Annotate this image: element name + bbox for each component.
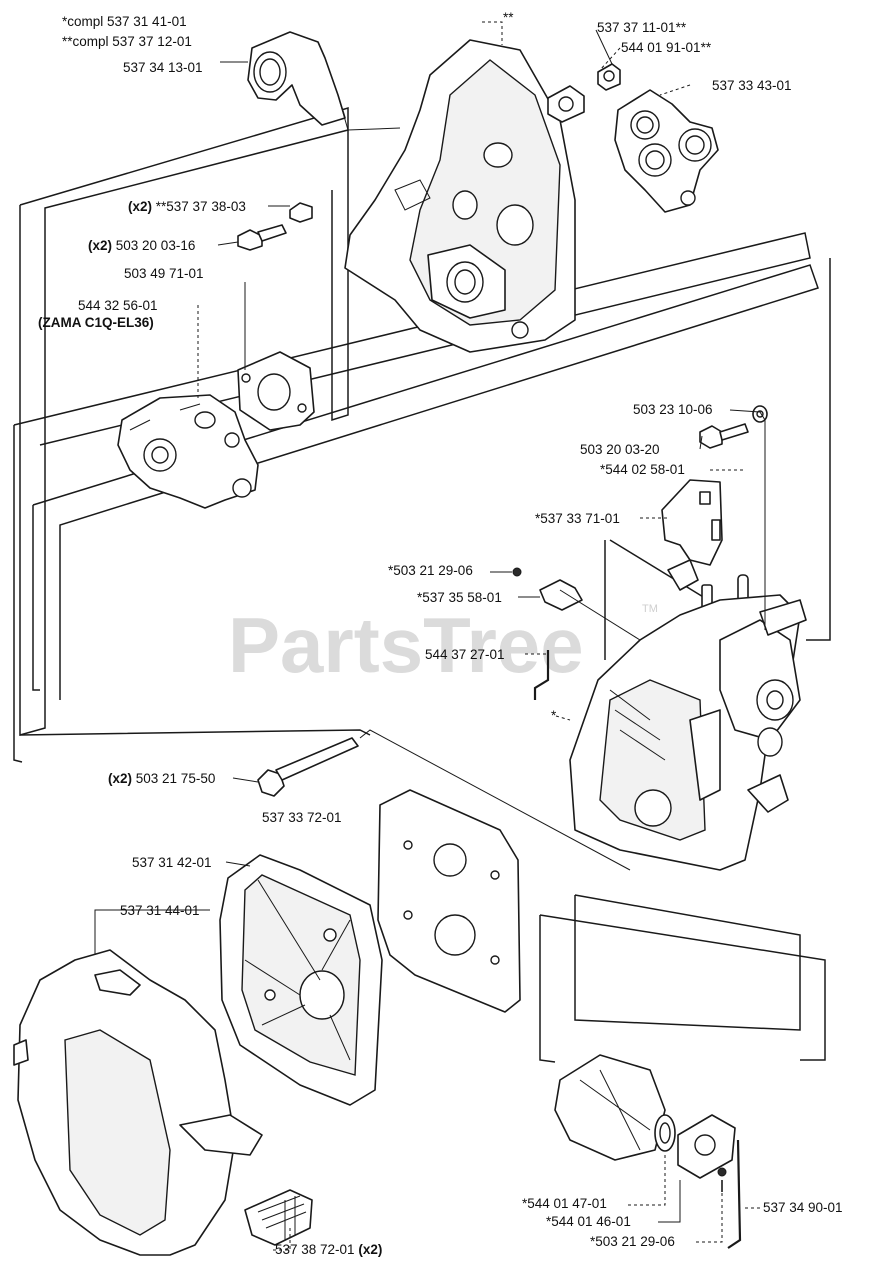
label-gasket: 503 49 71-01 xyxy=(124,266,204,281)
label-carburetor-model: (ZAMA C1Q-EL36) xyxy=(38,315,154,330)
label-intake-compl-a: *compl 537 31 41-01 xyxy=(62,14,187,29)
label-flange: 537 33 43-01 xyxy=(712,78,792,93)
label-filter-element: 537 33 72-01 xyxy=(262,810,342,825)
label-seal-a: *544 01 47-01 xyxy=(522,1196,607,1211)
filter-housing xyxy=(569,594,807,871)
carb-gasket xyxy=(237,351,315,431)
label-seal-b: *544 01 46-01 xyxy=(546,1214,631,1229)
label-screw-d: *503 21 29-06 xyxy=(388,563,473,578)
intake-screws xyxy=(237,202,313,251)
label-screw-c: 503 20 03-20 xyxy=(580,442,660,457)
label-washer: 503 23 10-06 xyxy=(633,402,713,417)
label-sleeve-b: 544 01 91-01** xyxy=(621,40,712,55)
label-long-bolt: (x2) 503 21 75-50 xyxy=(108,771,215,786)
label-bracket: *544 02 58-01 xyxy=(600,462,685,477)
filter-cover xyxy=(13,949,263,1256)
sleeves xyxy=(547,63,621,123)
label-small-asterisk: * xyxy=(551,708,557,723)
label-clip: 537 38 72-01 (x2) xyxy=(275,1242,382,1257)
label-screw-x2-a: (x2) **537 37 38-03 xyxy=(128,199,246,214)
label-intake-compl-b: **compl 537 37 12-01 xyxy=(62,34,192,49)
clip xyxy=(244,1189,313,1246)
label-cover: 537 31 44-01 xyxy=(120,903,200,918)
flange xyxy=(614,89,719,213)
carburetor xyxy=(117,394,259,509)
label-swivel: *537 35 58-01 xyxy=(417,590,502,605)
filter-holder xyxy=(219,854,383,1106)
watermark-trademark: TM xyxy=(642,603,658,615)
label-choke-rod: 537 34 90-01 xyxy=(763,1200,843,1215)
bracket xyxy=(661,479,723,566)
label-sleeve-a: 537 37 11-01** xyxy=(597,20,687,35)
watermark: PartsTree xyxy=(228,601,584,689)
label-carburetor: 544 32 56-01 xyxy=(78,298,158,313)
label-filter-holder: 537 31 42-01 xyxy=(132,855,212,870)
part-labels: *compl 537 31 41-01 **compl 537 37 12-01… xyxy=(38,10,843,1257)
label-lever: *537 33 71-01 xyxy=(535,511,620,526)
choke-assembly xyxy=(554,1054,742,1249)
assembly-frames xyxy=(13,106,831,1063)
intake-elbow xyxy=(247,31,401,131)
label-top-double-asterisk: ** xyxy=(503,10,514,25)
label-intake-elbow: 537 34 13-01 xyxy=(123,60,203,75)
label-screw-e: *503 21 29-06 xyxy=(590,1234,675,1249)
long-bolt xyxy=(257,729,631,871)
swivel xyxy=(512,567,641,641)
label-throttle-rod: 544 37 27-01 xyxy=(425,647,505,662)
throttle-rod xyxy=(533,650,550,700)
label-screw-x2-b: (x2) 503 20 03-16 xyxy=(88,238,195,253)
intake-manifold xyxy=(344,39,576,353)
filter-element xyxy=(377,789,521,1013)
leader-lines xyxy=(94,21,766,1251)
